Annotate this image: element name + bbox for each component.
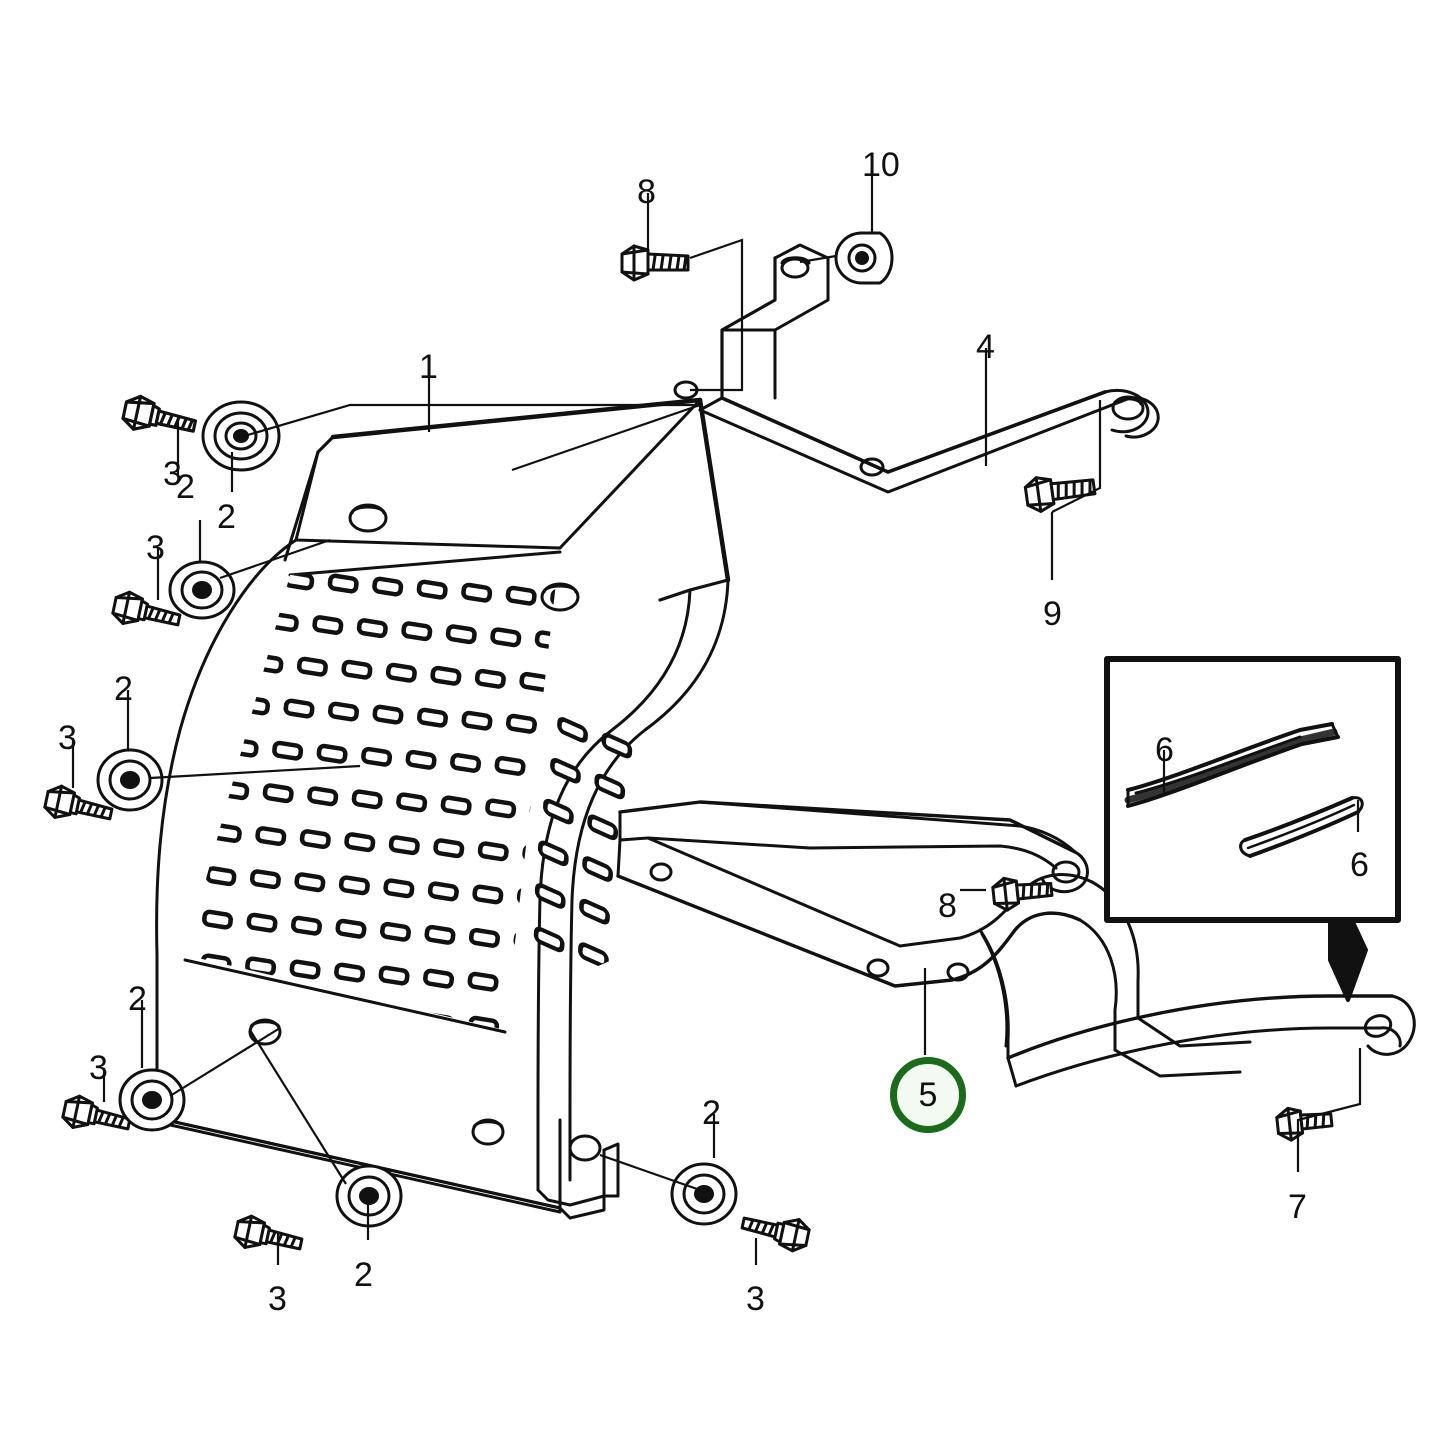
- callout-label-2-a[interactable]: 2: [176, 468, 195, 506]
- callout-label-4[interactable]: 4: [976, 328, 995, 366]
- callout-label-3-d[interactable]: 3: [89, 1049, 108, 1087]
- rubber-grommet-2b: [168, 560, 236, 620]
- hex-bolt-7: [1275, 1106, 1334, 1142]
- callout-label-2-b[interactable]: 2: [217, 498, 236, 536]
- callout-label-1[interactable]: 1: [419, 348, 438, 386]
- callout-label-6-a[interactable]: 6: [1155, 731, 1174, 769]
- rubber-grommet-2d: [118, 1068, 186, 1132]
- callout-label-3-e[interactable]: 3: [268, 1280, 287, 1318]
- curved-arm-with-seal: [978, 928, 1416, 1088]
- hex-flange-bolt-3a: [121, 394, 198, 433]
- hex-flange-bolt-3f: [740, 1216, 811, 1253]
- callout-bubble-5[interactable]: 5: [890, 1057, 966, 1133]
- callout-label-10[interactable]: 10: [862, 146, 900, 184]
- leader-lines: [71, 168, 1362, 1265]
- callout-label-3-c[interactable]: 3: [58, 719, 77, 757]
- callout-label-8-a[interactable]: 8: [637, 173, 656, 211]
- callout-label-2-f[interactable]: 2: [702, 1094, 721, 1132]
- hex-flange-bolt-3d: [61, 1094, 132, 1131]
- rubber-grommet-2f: [670, 1162, 738, 1226]
- callout-label-6-b[interactable]: 6: [1350, 846, 1369, 884]
- hex-bolt-8b: [991, 876, 1054, 912]
- callout-label-8-b[interactable]: 8: [938, 887, 957, 925]
- rubber-grommet-2e: [335, 1164, 403, 1228]
- part-4-upper-mounting-bracket: [673, 243, 1160, 494]
- callout-label-2-d[interactable]: 2: [128, 980, 147, 1018]
- hex-bolt-8a: [620, 244, 690, 282]
- rubber-grommet-2c: [96, 748, 164, 812]
- hex-flange-bolt-3c: [43, 784, 114, 821]
- perforation-mesh-side: [534, 709, 631, 974]
- spacer-bushing-10: [834, 231, 894, 285]
- callout-label-3-a[interactable]: 3: [163, 455, 182, 493]
- callout-label-3-b[interactable]: 3: [146, 529, 165, 567]
- hex-flange-bolt-3e: [233, 1214, 304, 1251]
- hex-flange-bolt-3b: [111, 590, 182, 627]
- callout-label-7[interactable]: 7: [1288, 1188, 1307, 1226]
- seal-detail-inset: [1104, 656, 1401, 1002]
- callout-label-2-c[interactable]: 2: [114, 670, 133, 708]
- callout-label-2-e[interactable]: 2: [354, 1256, 373, 1294]
- callout-label-9[interactable]: 9: [1043, 595, 1062, 633]
- hex-flange-bolt-9: [1023, 476, 1097, 513]
- callout-label-3-f[interactable]: 3: [746, 1280, 765, 1318]
